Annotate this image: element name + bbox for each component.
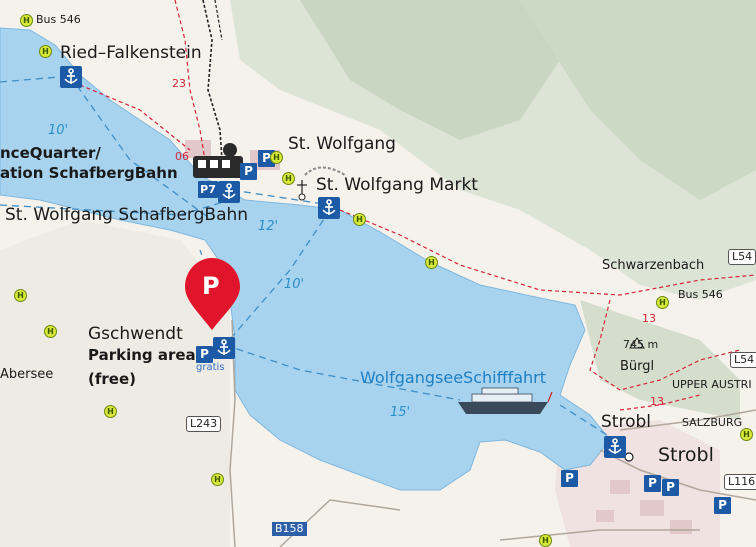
road-shield-l243: L243 [186,416,222,433]
bus-stop-icon[interactable]: H [656,296,669,309]
gschwendt-label[interactable]: Gschwendt [88,324,183,344]
bus-stop-icon[interactable]: H [282,172,295,185]
bus-stop-icon[interactable]: H [14,289,27,302]
strobl-town-label[interactable]: Strobl [658,444,714,466]
bus-stop-icon[interactable]: H [539,534,552,547]
bus-stop-icon[interactable]: H [104,405,117,418]
bus-stop-icon[interactable]: H [353,213,366,226]
parking-area-label: Parking area [88,346,196,364]
bus-stop-icon[interactable]: H [39,45,52,58]
ferry-time-label: 10' [284,277,305,292]
ferry-time-label: 10' [48,123,69,138]
parking-sign[interactable]: P [561,470,578,487]
road-shield-l54-top: L54 [728,249,756,266]
road-shield-l116: L116 [724,474,756,491]
cog-railway-train-icon [193,143,243,178]
ferry-time-label: 15' [390,405,411,420]
trail-number-label: 23 [172,77,186,90]
anchor-icon[interactable] [604,436,626,458]
bus-stop-icon[interactable]: H [270,151,283,164]
quarter-label-line-2: ation SchafbergBahn [0,164,178,182]
st-wolfgang-schafbergbahn-label[interactable]: St. Wolfgang SchafbergBahn [5,205,249,225]
bus-stop-icon[interactable]: H [20,14,33,27]
parking-sign[interactable]: P [662,479,679,496]
ferry-time-label: 12' [258,219,279,234]
schwarzenbach-label: Schwarzenbach [602,258,705,273]
parking-pin-letter: P [202,272,220,300]
ferry-company-label[interactable]: WolfgangseeSchifffahrt [360,368,547,387]
bus-546-label-top: Bus 546 [36,13,81,26]
road-shield-l54-mid: L54 [730,352,756,369]
ried-falkenstein-label[interactable]: Ried–Falkenstein [60,43,202,63]
trail-number-label: 13 [642,312,656,325]
anchor-icon[interactable] [318,197,340,219]
abersee-label: Abersee [0,367,54,382]
anchor-icon[interactable] [213,337,235,359]
bus-stop-icon[interactable]: H [44,325,57,338]
parking-sign[interactable]: P [240,163,257,180]
bus-stop-icon[interactable]: H [425,256,438,269]
anchor-icon[interactable] [60,66,82,88]
burgl-label: Bürgl [620,359,655,374]
upper-austria-label: UPPER AUSTRI [672,378,752,391]
salzburg-label: SALZBURG [682,416,743,429]
burgl-elevation: 745 m [623,338,659,351]
bus-stop-icon[interactable]: H [740,428,753,441]
ferry-boat-icon [458,387,553,414]
st-wolfgang-label[interactable]: St. Wolfgang [288,134,396,154]
chapel-cross-icon [297,180,307,201]
trail-number-label: 06 [175,150,189,163]
bus-546-label-right: Bus 546 [678,288,723,301]
quarter-label-line-1: nceQuarter/ [0,144,101,162]
parking-sign[interactable]: P [714,497,731,514]
st-wolfgang-markt-label[interactable]: St. Wolfgang Markt [316,175,478,195]
parking-free-label: (free) [88,370,136,388]
anchor-icon[interactable] [218,181,240,203]
parking-sign[interactable]: P [196,346,213,363]
bus-stop-icon[interactable]: H [211,473,224,486]
parking-sign-p7[interactable]: P7 [198,181,218,198]
parking-location-pin-icon[interactable] [185,258,240,330]
strobl-pier-label[interactable]: Strobl [601,412,651,432]
parking-sign[interactable]: P [644,475,661,492]
road-shield-b158: B158 [272,522,307,537]
trail-number-label: 13 [650,395,664,408]
parking-gratis-label: gratis [196,362,225,373]
